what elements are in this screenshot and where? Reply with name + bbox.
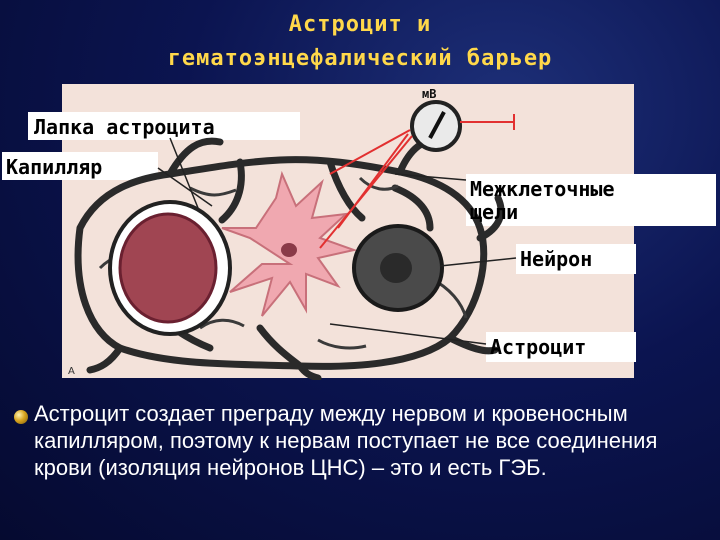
panel-letter: A [68, 366, 75, 377]
electrode-line-3 [337, 133, 409, 229]
voltmeter-label: мВ [422, 87, 436, 101]
label-intercellular-2: щели [470, 200, 518, 224]
label-capillary: Капилляр [6, 155, 102, 179]
title-line-2: гематоэнцефалический барьер [167, 46, 553, 71]
label-neuron: Нейрон [520, 247, 592, 271]
slide-body-text: Астроцит создает преграду между нервом и… [34, 401, 658, 480]
astrocyte-diagram: мВ Лапка астроцита Капилляр Межклеточные… [2, 84, 716, 380]
capillary-blood [118, 212, 218, 324]
label-patch-capillary [2, 152, 158, 180]
label-patch-foot [28, 112, 300, 140]
label-astrocyte: Астроцит [490, 335, 586, 359]
pointer-lines [157, 137, 517, 345]
label-intercellular-1: Межклеточные [470, 177, 615, 201]
astrocyte-nucleus [281, 243, 297, 257]
electrode-wire [460, 114, 515, 130]
electrode-line-1 [329, 129, 411, 175]
label-patch-neuron [516, 244, 636, 274]
slide-title: Астроцит и гематоэнцефалический барьер [0, 8, 720, 76]
neuron-nucleus [380, 253, 412, 283]
label-patch-astrocyte [486, 332, 636, 362]
label-patch-intercellular [466, 174, 716, 226]
title-line-1: Астроцит и [288, 12, 432, 37]
label-astrocyte-foot: Лапка астроцита [34, 115, 215, 139]
voltmeter-needle [428, 111, 446, 139]
bullet-icon [14, 410, 28, 424]
